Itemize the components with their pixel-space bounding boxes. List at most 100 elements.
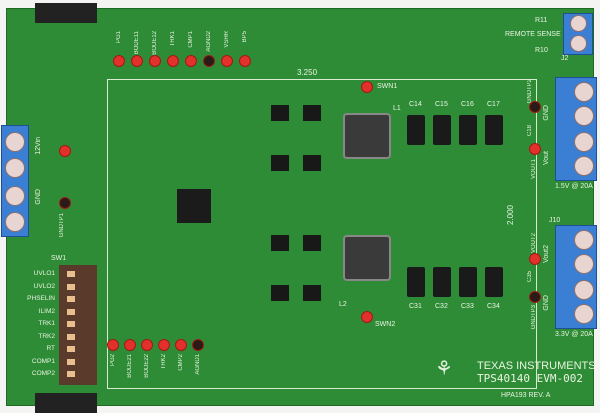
layout-outline <box>107 79 537 389</box>
header-top <box>35 3 97 23</box>
gndtp2-testpoint[interactable] <box>529 101 541 113</box>
out2-vout-label: Vout2 <box>543 245 550 263</box>
bottom-tp-label: CMP2 <box>178 354 184 371</box>
bottom-testpoint[interactable] <box>175 339 187 351</box>
gndtp2-label: GNDTP2 <box>527 79 533 104</box>
vout1-testpoint[interactable] <box>529 143 541 155</box>
remote-sense-terminal[interactable] <box>563 13 593 55</box>
c32: C32 <box>435 303 448 310</box>
output2-terminal[interactable] <box>555 225 597 329</box>
switch-label: TRK1 <box>38 320 55 327</box>
bottom-testpoint[interactable] <box>107 339 119 351</box>
switch-toggle[interactable] <box>67 358 75 365</box>
vout1-label: VOUT1 <box>531 159 537 180</box>
l1-label: L1 <box>393 105 401 112</box>
r10-label: R10 <box>535 47 548 54</box>
inductor-l1 <box>343 113 391 159</box>
swn1-label: SWN1 <box>377 83 398 90</box>
gndtp1-label: GNDTP1 <box>59 213 65 238</box>
switch-label: RT <box>46 345 55 352</box>
switch-label: COMP2 <box>31 370 55 377</box>
switch-label: COMP1 <box>31 357 55 365</box>
c35-label: C35 <box>527 271 533 283</box>
c18-label: C18 <box>527 125 533 137</box>
switch-toggle[interactable] <box>67 346 75 352</box>
top-testpoint[interactable] <box>221 55 233 67</box>
remote-sense-label: REMOTE SENSE <box>505 31 561 38</box>
out2-rating: 3.3V @ 20A <box>555 331 593 338</box>
input-terminal[interactable] <box>1 125 29 237</box>
out2-gnd-label: GND <box>543 295 550 311</box>
top-testpoint[interactable] <box>203 55 215 67</box>
bottom-testpoint[interactable] <box>192 339 204 351</box>
sw1-label: SW1 <box>51 255 67 262</box>
switch-toggle[interactable] <box>67 308 75 315</box>
switch-toggle[interactable] <box>67 333 75 340</box>
top-testpoint[interactable] <box>167 55 179 67</box>
gndtp1-testpoint[interactable] <box>59 197 71 209</box>
c31: C31 <box>409 303 422 310</box>
vout2-label: VOUT2 <box>531 233 537 254</box>
switch-toggle[interactable] <box>67 321 75 327</box>
board-name: TPS40140 EVM-002 <box>477 372 583 385</box>
controller-ic <box>177 189 211 223</box>
swn1-testpoint[interactable] <box>361 81 373 93</box>
j10-label: J10 <box>549 217 561 224</box>
j2-label: J2 <box>561 55 569 62</box>
switch-toggle[interactable] <box>67 283 75 290</box>
out1-rating: 1.5V @ 20A <box>555 183 593 190</box>
switch-toggle[interactable] <box>67 271 75 277</box>
switch-label: TRK2 <box>38 332 55 340</box>
gnd-label: GND <box>35 189 42 205</box>
output1-terminal[interactable] <box>555 77 597 181</box>
bottom-testpoint[interactable] <box>124 339 136 351</box>
dim-width: 3.250 <box>297 68 318 77</box>
vin-testpoint[interactable] <box>59 145 71 157</box>
bottom-testpoint[interactable] <box>158 339 170 351</box>
top-testpoint[interactable] <box>113 55 125 67</box>
gndtp3-label: GNDTP3 <box>531 305 537 330</box>
switch-label: UVLO1 <box>33 270 55 277</box>
inductor-l2 <box>343 235 391 281</box>
top-tp-label: VSHR <box>224 31 230 48</box>
bottom-tp-label: PG2 <box>110 354 116 367</box>
bottom-tp-label: TRK2 <box>161 354 167 370</box>
bottom-tp-label: BODE22 <box>144 354 150 378</box>
out1-vout-label: Vout <box>543 151 550 166</box>
switch-label: PHSELIN <box>27 295 55 302</box>
switch-label: UVLO2 <box>33 282 55 290</box>
gndtp3-testpoint[interactable] <box>529 291 541 303</box>
out1-gnd-label: GND <box>543 105 550 121</box>
top-tp-label: BODE11 <box>134 31 140 55</box>
top-tp-label: BP5 <box>242 31 248 43</box>
switch-label: ILIM2 <box>38 307 55 315</box>
c34: C34 <box>487 303 500 310</box>
vout2-testpoint[interactable] <box>529 253 541 265</box>
swn2-testpoint[interactable] <box>361 311 373 323</box>
c17: C17 <box>487 101 500 108</box>
c33: C33 <box>461 303 474 310</box>
top-testpoint[interactable] <box>149 55 161 67</box>
top-tp-label: TRK1 <box>170 31 176 47</box>
top-tp-label: CMP1 <box>188 31 194 48</box>
top-testpoint[interactable] <box>239 55 251 67</box>
swn2-label: SWN2 <box>375 321 396 328</box>
top-testpoint[interactable] <box>131 55 143 67</box>
top-tp-label: PG1 <box>116 31 122 44</box>
header-bottom <box>35 393 97 413</box>
switch-toggle[interactable] <box>67 296 75 302</box>
top-tp-label: AGND2 <box>206 31 212 52</box>
dim-height: 2.000 <box>506 205 515 226</box>
vin-label: 12Vin <box>35 137 42 155</box>
bottom-testpoint[interactable] <box>141 339 153 351</box>
revision: HPA193 REV. A <box>501 392 551 399</box>
ti-logo-icon: ⚘ <box>435 358 453 380</box>
bottom-tp-label: BODE21 <box>127 354 133 378</box>
bottom-tp-label: AGND1 <box>195 354 201 375</box>
top-testpoint[interactable] <box>185 55 197 67</box>
top-tp-label: BODE12 <box>152 31 158 55</box>
dip-switch[interactable] <box>59 265 97 385</box>
switch-toggle[interactable] <box>67 371 75 377</box>
c15: C15 <box>435 101 448 108</box>
